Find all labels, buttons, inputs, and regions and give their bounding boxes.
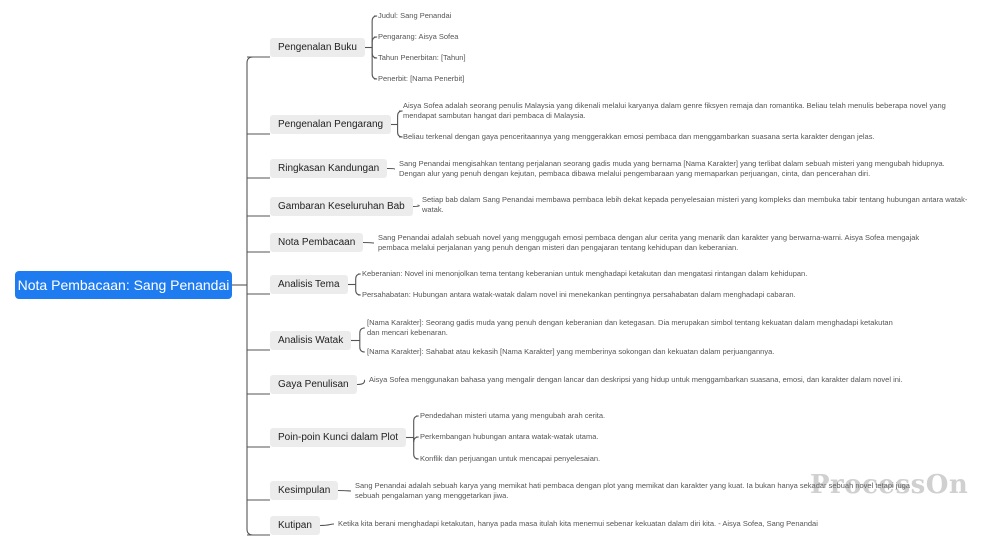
leaf-connector-0-1 — [371, 36, 378, 48]
leaf-connector-1-0 — [397, 110, 403, 125]
branch-gambaran-keseluruhan-bab[interactable]: Gambaran Keseluruhan Bab — [270, 197, 413, 216]
branch-gaya-penulisan[interactable]: Gaya Penulisan — [270, 375, 357, 394]
leaf-connector-7-0 — [356, 379, 366, 386]
leaf-connector-8-2 — [413, 437, 419, 460]
branch-analisis-tema[interactable]: Analisis Tema — [270, 275, 348, 294]
leaf-connector-1-1 — [397, 124, 403, 138]
branch-pengenalan-pengarang[interactable]: Pengenalan Pengarang — [270, 115, 392, 134]
leaf-penerbit: Penerbit: [Nama Penerbit] — [378, 74, 465, 83]
leaf-connector-5-1 — [355, 284, 361, 296]
leaf-connector-9-0 — [337, 489, 352, 492]
leaf-connector-0-0 — [371, 15, 378, 48]
leaf-tema-persahabatan: Persahabatan: Hubungan antara watak-wata… — [362, 290, 796, 299]
leaf-kutipan: Ketika kita berani menghadapi ketakutan,… — [338, 519, 818, 528]
leaf-pengarang-gaya: Beliau terkenal dengan gaya penceritaann… — [403, 132, 875, 141]
leaf-ringkasan: Sang Penandai mengisahkan tentang perjal… — [399, 159, 945, 178]
leaf-plot-pendedahan: Pendedahan misteri utama yang mengubah a… — [420, 411, 606, 420]
leaf-connector-2-0 — [386, 167, 396, 170]
leaf-nota: Sang Penandai adalah sebuah novel yang m… — [378, 233, 920, 252]
trunk-top-curve — [246, 56, 254, 64]
leaf-gambaran-bab: Setiap bab dalam Sang Penandai membawa p… — [422, 195, 968, 214]
leaf-connector-4-0 — [362, 241, 375, 244]
leaf-connector-6-1 — [359, 340, 365, 353]
leaf-connector-8-1 — [413, 436, 419, 443]
leaf-plot-konflik: Konflik dan perjuangan untuk mencapai pe… — [420, 454, 601, 463]
branch-analisis-watak[interactable]: Analisis Watak — [270, 331, 352, 350]
leaf-connector-10-0 — [319, 523, 335, 527]
leaf-connector-5-0 — [355, 273, 361, 285]
processon-watermark: ProcessOn — [810, 470, 969, 500]
branch-ringkasan-kandungan[interactable]: Ringkasan Kandungan — [270, 159, 388, 178]
leaf-tema-keberanian: Keberanian: Novel ini menonjolkan tema t… — [362, 269, 808, 278]
root-topic[interactable]: Nota Pembacaan: Sang Penandai — [15, 271, 232, 299]
leaf-gaya: Aisya Sofea menggunakan bahasa yang meng… — [369, 375, 903, 384]
branch-poin-kunci-plot[interactable]: Poin-poin Kunci dalam Plot — [270, 428, 407, 447]
leaf-pengarang-bio: Aisya Sofea adalah seorang penulis Malay… — [403, 101, 946, 120]
branch-nota-pembacaan[interactable]: Nota Pembacaan — [270, 233, 364, 252]
branch-kesimpulan[interactable]: Kesimpulan — [270, 481, 339, 500]
leaf-connector-0-3 — [371, 47, 378, 80]
leaf-connector-3-0 — [412, 204, 420, 208]
leaf-connector-6-0 — [359, 327, 365, 341]
leaf-watak-sahabat: [Nama Karakter]: Sahabat atau kekasih [N… — [367, 347, 775, 356]
leaf-watak-utama: [Nama Karakter]: Seorang gadis muda yang… — [367, 318, 893, 337]
leaf-pengarang: Pengarang: Aisya Sofea — [378, 32, 459, 41]
trunk-bottom-curve — [246, 528, 254, 536]
leaf-plot-perkembangan: Perkembangan hubungan antara watak-watak… — [420, 432, 599, 441]
leaf-kesimpulan: Sang Penandai adalah sebuah karya yang m… — [355, 481, 910, 500]
leaf-tahun-penerbitan: Tahun Penerbitan: [Tahun] — [378, 53, 466, 62]
leaf-connector-8-0 — [413, 415, 419, 438]
leaf-judul: Judul: Sang Penandai — [378, 11, 452, 20]
branch-pengenalan-buku[interactable]: Pengenalan Buku — [270, 38, 365, 57]
branch-kutipan[interactable]: Kutipan — [270, 516, 320, 535]
leaf-connector-0-2 — [371, 47, 378, 59]
